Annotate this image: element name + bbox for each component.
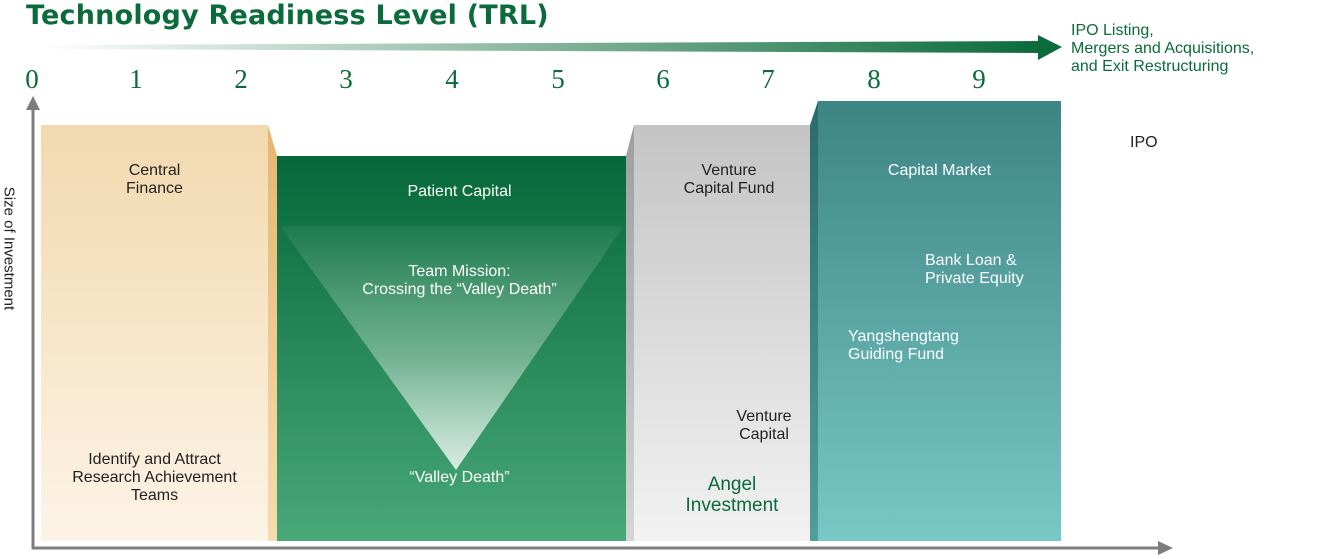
trl-tick-9: 9 (972, 64, 986, 94)
y-axis (26, 96, 40, 549)
guiding-fund-label: Yangshengtang Guiding Fund (848, 328, 959, 364)
label-line: Capital (739, 426, 789, 443)
trl-tick-4: 4 (445, 64, 459, 94)
venture-fund-title: Venture Capital Fund (634, 162, 824, 198)
stage-central-finance (41, 125, 277, 541)
exit-note-line: IPO Listing, (1071, 22, 1154, 39)
team-mission-label: Team Mission: Crossing the “Valley Death… (277, 263, 642, 299)
label-line: Capital Fund (683, 180, 775, 197)
label-line: Venture (736, 408, 792, 425)
valley-death-label: “Valley Death” (409, 469, 510, 486)
trl-tick-2: 2 (234, 64, 248, 94)
bank-loan-private-equity-label: Bank Loan & Private Equity (925, 252, 1024, 288)
trl-tick-0: 0 (25, 64, 39, 94)
venture-capital-label: Venture Capital (722, 408, 806, 444)
ipo-label: IPO (1130, 134, 1158, 151)
central-finance-title: Central Finance (41, 162, 268, 198)
label-line: Crossing the “Valley Death” (362, 281, 557, 298)
label-line: Identify and Attract (88, 451, 221, 468)
capital-market-title: Capital Market (887, 162, 992, 179)
trl-arrow (40, 35, 1062, 60)
label-line: Teams (130, 487, 179, 504)
trl-tick-7: 7 (761, 64, 775, 94)
y-axis-label: Size of Investment (0, 186, 18, 311)
label-line: Bank Loan & (925, 252, 1017, 269)
trl-tick-8: 8 (867, 64, 881, 94)
label-line: Central (128, 162, 181, 179)
x-axis (32, 541, 1173, 555)
identify-attract-teams-label: Identify and Attract Research Achievemen… (41, 451, 268, 505)
label-line: Team Mission: (408, 263, 511, 280)
label-line: Investment (685, 495, 779, 516)
exit-note-line: Mergers and Acquisitions, (1071, 40, 1255, 57)
label-line: Venture (701, 162, 757, 179)
exit-note: IPO Listing, Mergers and Acquisitions, a… (1071, 22, 1254, 76)
label-line: Guiding Fund (848, 346, 945, 363)
trl-tick-1: 1 (129, 64, 143, 94)
angel-investment-label: Angel Investment (665, 474, 799, 516)
stage-patient-capital (277, 156, 626, 541)
label-line: Private Equity (925, 270, 1024, 287)
label-line: Angel (707, 474, 757, 495)
exit-note-line: and Exit Restructuring (1071, 58, 1229, 75)
trl-tick-5: 5 (551, 64, 565, 94)
stage-capital-market (810, 101, 1061, 541)
label-line: Finance (126, 180, 183, 197)
label-line: Yangshengtang (848, 328, 959, 345)
label-line: Research Achievement (72, 469, 237, 486)
trl-tick-6: 6 (656, 64, 670, 94)
diagram-title: Technology Readiness Level (TRL) (26, 0, 549, 31)
stage-venture-fund (626, 125, 810, 541)
valley-death-triangle (280, 226, 624, 470)
patient-capital-title: Patient Capital (407, 183, 512, 200)
trl-tick-3: 3 (339, 64, 353, 94)
